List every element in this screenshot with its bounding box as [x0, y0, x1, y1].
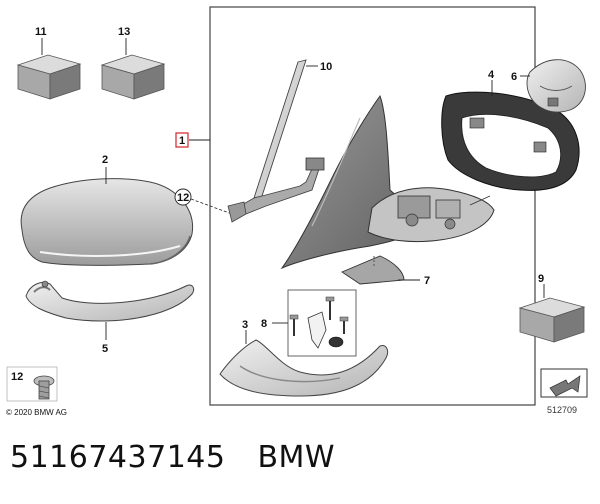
part-8-screws-and-clips — [289, 296, 349, 349]
part-3-lower-trim — [219, 339, 389, 397]
brand-name: BMW — [257, 440, 336, 475]
callout-4: 4 — [488, 69, 495, 81]
callout-12-circle-label: 12 — [177, 192, 189, 204]
part-7-base-gasket — [341, 255, 405, 285]
part-9-box-icon — [518, 297, 586, 343]
part-13-box-icon — [100, 54, 166, 100]
callout-11: 11 — [35, 26, 47, 38]
copyright-text: © 2020 BMW AG — [6, 408, 67, 417]
callout-1: 1 — [179, 135, 185, 147]
mirror-actuator-assembly — [367, 187, 495, 243]
part-number-footer: 51167437145 BMW — [10, 440, 335, 475]
part-11-box-icon — [16, 54, 82, 100]
part-6-mirror-heater-element — [526, 59, 586, 113]
part-10-cable-harness — [227, 59, 325, 223]
next-diagram-arrow-icon[interactable] — [540, 368, 588, 398]
part-5-indicator-strip — [25, 280, 195, 322]
callout-7: 7 — [424, 275, 430, 287]
part-2-mirror-cap — [20, 178, 194, 266]
callout-12-circle — [174, 188, 192, 206]
callout-10: 10 — [320, 61, 332, 73]
callout-9: 9 — [538, 273, 544, 285]
part-4-mirror-glass-frame — [441, 91, 580, 191]
part-12-screw-icon — [33, 375, 55, 400]
callout-3: 3 — [242, 319, 248, 331]
parts-diagram: 11 13 2 5 12 © 2020 BMW AG 1 12 — [6, 6, 588, 417]
part-number: 51167437145 — [10, 440, 226, 475]
callout-6: 6 — [511, 71, 517, 83]
callout-12-box: 12 — [11, 371, 23, 383]
callout-1-highlight-box — [175, 132, 189, 148]
callout-8: 8 — [261, 318, 267, 330]
callout-13: 13 — [118, 26, 130, 38]
callout-2: 2 — [102, 154, 108, 166]
callout-5: 5 — [102, 343, 108, 355]
diagram-number: 512709 — [547, 405, 577, 415]
mirror-base-housing — [280, 94, 431, 270]
